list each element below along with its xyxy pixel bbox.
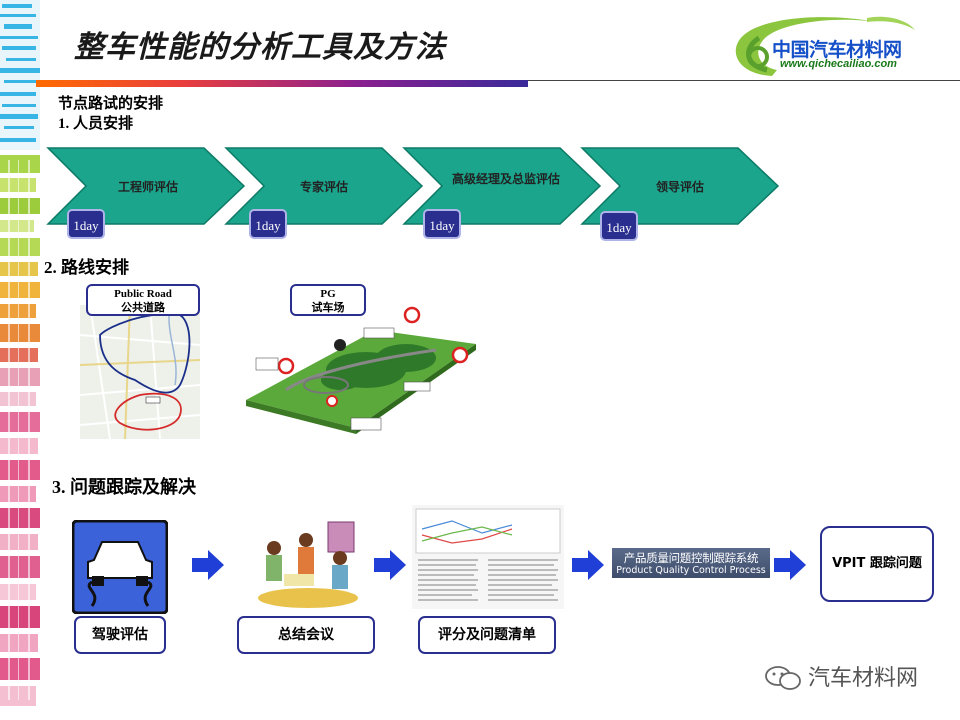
pg-label: PG 试车场: [290, 284, 366, 316]
public-road-label: Public Road 公共道路: [86, 284, 200, 316]
pg-cn: 试车场: [311, 302, 345, 314]
step-scoring-list: 评分及问题清单: [418, 616, 556, 654]
meeting-clipart: [244, 518, 372, 610]
stage-label: 领导评估: [655, 180, 704, 194]
logo-url: www.qichecailiao.com: [780, 58, 897, 70]
arrow-right-icon: [572, 550, 604, 580]
duration-badge: 1day: [67, 209, 105, 239]
public-road-en: Public Road: [114, 288, 172, 300]
scoring-sheet-image: [412, 505, 564, 609]
process-chevrons: [46, 147, 780, 225]
tracking-heading: 3. 问题跟踪及解决: [52, 477, 196, 497]
duration-badge: 1day: [249, 209, 287, 239]
logo-text: 中国汽车材料网: [772, 39, 902, 61]
route-map-image: [80, 305, 200, 439]
chevron-stage-4: [580, 147, 780, 225]
proving-ground-image: [246, 306, 476, 434]
vpit-box: VPIT 跟踪问题: [820, 526, 934, 602]
step-driving-evaluation: 驾驶评估: [74, 616, 166, 654]
system-cn: 产品质量问题控制跟踪系统: [623, 551, 759, 565]
logo-icon: [735, 16, 915, 76]
stage-label: 高级经理及总监评估: [451, 172, 560, 186]
arrow-right-icon: [774, 550, 806, 580]
page-title: 整车性能的分析工具及方法: [74, 30, 446, 65]
arrow-right-icon: [192, 550, 224, 580]
route-heading: 2. 路线安排: [44, 258, 129, 277]
chevron-stage-2: [224, 147, 424, 225]
watermark-text: 汽车材料网: [808, 666, 919, 691]
chevron-stage-1: [46, 147, 246, 225]
stage-label: 工程师评估: [117, 180, 178, 194]
decorative-strip: [0, 0, 40, 706]
stage-label: 专家评估: [299, 180, 348, 194]
arrow-right-icon: [374, 550, 406, 580]
wechat-icon: [765, 666, 801, 690]
driving-icon: [72, 520, 168, 614]
section-heading: 节点路试的安排: [58, 96, 164, 112]
duration-badge: 1day: [600, 211, 638, 241]
public-road-cn: 公共道路: [121, 302, 165, 314]
quality-control-system: 产品质量问题控制跟踪系统 Product Quality Control Pro…: [612, 548, 770, 578]
step-summary-meeting: 总结会议: [237, 616, 375, 654]
personnel-heading: 1. 人员安排: [58, 116, 134, 132]
header-gradient-bar: [36, 80, 528, 87]
chevron-stage-3: [402, 147, 602, 225]
duration-badge: 1day: [423, 209, 461, 239]
system-en: Product Quality Control Process: [616, 565, 766, 576]
pg-en: PG: [320, 288, 336, 300]
